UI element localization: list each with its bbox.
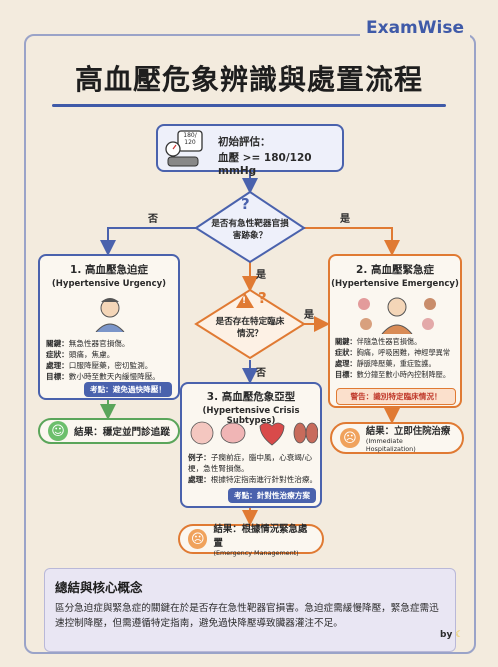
brand-logo: ExamWise (360, 18, 470, 38)
decision2-no-label: 否 (256, 368, 266, 379)
gauge-text: 180/ 120 (183, 132, 197, 146)
summary-text: 區分急迫症與緊急症的關鍵在於是否存在急性靶器官損害。急迫症需緩慢降壓，緊急症需迅… (55, 603, 439, 629)
decision2-diamond (194, 288, 306, 360)
subtypes-result-sub: (Emergency Management) (213, 549, 299, 557)
urgency-line-goal: 目標：數小時至數天內緩慢降壓。 (46, 372, 160, 381)
emergency-line-key: 關鍵：伴隨急性器官損傷。 (335, 337, 422, 346)
subtypes-line-treat: 處理：根據特定指南進行針對性治療。 (188, 475, 318, 484)
emergency-title: 2. 高血壓緊急症 (356, 264, 434, 276)
emergency-details: 關鍵：伴隨急性器官損傷。 症狀：胸痛，呼吸困難，神經學異常 處理：靜脈降壓藥，重… (335, 336, 463, 380)
urgency-line-treat: 處理：口服降壓藥，密切監測。 (46, 361, 153, 370)
decision1-diamond (194, 190, 306, 264)
summary-box: 總結與核心概念 區分急迫症與緊急症的關鍵在於是否存在急性靶器官損害。急迫症需緩慢… (44, 568, 456, 652)
subtypes-result: ☹ 結果：根據情況緊急處置 (Emergency Management) (178, 524, 324, 557)
start-title: 初始評估： (218, 136, 271, 148)
emergency-result-text: 結果：立即住院治療 (365, 426, 451, 437)
urgency-subtitle: (Hypertensive Urgency) (51, 279, 167, 289)
bp-monitor-icon (165, 130, 203, 167)
urgency-result: ☺ 結果：穩定並門診追蹤 (38, 418, 180, 444)
smile-icon: ☺ (48, 421, 68, 441)
subtypes-tag: 考點：針對性治療方案 (228, 488, 316, 503)
subtypes-box: 3. 高血壓危象亞型 (Hypertensive Crisis Subtypes… (180, 382, 322, 508)
urgency-line-key: 關鍵：無急性器官損傷。 (46, 339, 130, 348)
subtypes-line-example: 例子：子癇前症，腦中風，心衰竭/心梗，急性腎損傷。 (188, 453, 313, 473)
worried-face-icon: ☹ (188, 529, 208, 549)
calm-person-icon (95, 298, 125, 332)
urgency-details: 關鍵：無急性器官損傷。 症狀：頭痛，焦慮。 處理：口服降壓藥，密切監測。 目標：… (46, 338, 178, 382)
decision1-yes-label: 是 (340, 214, 350, 225)
decision1-no-label: 否 (148, 214, 158, 225)
urgency-box: 1. 高血壓急迫症 (Hypertensive Urgency) 關鍵：無急性器… (38, 254, 180, 400)
urgency-result-text: 結果：穩定並門診追蹤 (74, 427, 170, 438)
urgency-tag: 考點：避免過快降壓！ (84, 382, 172, 397)
organs-icon (190, 421, 318, 446)
emergency-box: 2. 高血壓緊急症 (Hypertensive Emergency) 關鍵：伴隨… (328, 254, 462, 408)
subtypes-title: 3. 高血壓危象亞型 (206, 391, 296, 403)
byline-text: by (440, 630, 453, 640)
arrow-decision1-yes (300, 227, 400, 256)
warning-icon (236, 293, 254, 308)
page-title: 高血壓危象辨識與處置流程 (74, 63, 423, 96)
urgency-line-symptom: 症狀：頭痛，焦慮。 (46, 350, 115, 359)
emergency-result-sub: (Immediate Hospitalization) (365, 437, 416, 453)
page-frame (24, 34, 476, 654)
emergency-result: ☹ 結果：立即住院治療 (Immediate Hospitalization) (330, 422, 464, 454)
banana-icon: ☾ (455, 630, 464, 640)
decision1-text: 是否有急性靶器官損害跡象？ (211, 219, 289, 241)
subtypes-result-text: 結果：根據情況緊急處置 (213, 524, 308, 549)
arrow-decision1-no (100, 227, 200, 256)
sad-face-icon: ☹ (340, 428, 360, 448)
emergency-tag: 警告：識別特定臨床情況！ (336, 388, 456, 405)
emergency-line-goal: 目標：數分鐘至數小時內控制降壓。 (335, 370, 451, 379)
title-underline (52, 104, 446, 107)
decision2-text: 是否存在特定臨床情況？ (215, 317, 285, 339)
urgency-title: 1. 高血壓急迫症 (70, 264, 148, 276)
emergency-line-treat: 處理：靜脈降壓藥，重症監護。 (335, 359, 436, 368)
decision1-down-label: 是 (256, 270, 266, 281)
subtypes-subtitle: (Hypertensive Crisis Subtypes) (202, 406, 300, 426)
decision2-question-icon: ? (258, 289, 267, 307)
decision2-yes-label: 是 (304, 310, 314, 321)
emergency-line-symptom: 症狀：胸痛，呼吸困難，神經學異常 (335, 348, 451, 357)
start-text: 血壓 >= 180/120 mmHg (218, 152, 312, 177)
subtypes-details: 例子：子癇前症，腦中風，心衰竭/心梗，急性腎損傷。 處理：根據特定指南進行針對性… (188, 452, 320, 485)
summary-title: 總結與核心概念 (55, 580, 143, 595)
byline: by ☾ (440, 630, 463, 640)
distressed-person-icon (358, 297, 436, 334)
start-box: 180/ 120 初始評估： 血壓 >= 180/120 mmHg (156, 124, 344, 177)
emergency-subtitle: (Hypertensive Emergency) (331, 279, 459, 289)
decision1-question-icon: ? (241, 195, 250, 213)
warning-mark: ! (242, 296, 247, 306)
